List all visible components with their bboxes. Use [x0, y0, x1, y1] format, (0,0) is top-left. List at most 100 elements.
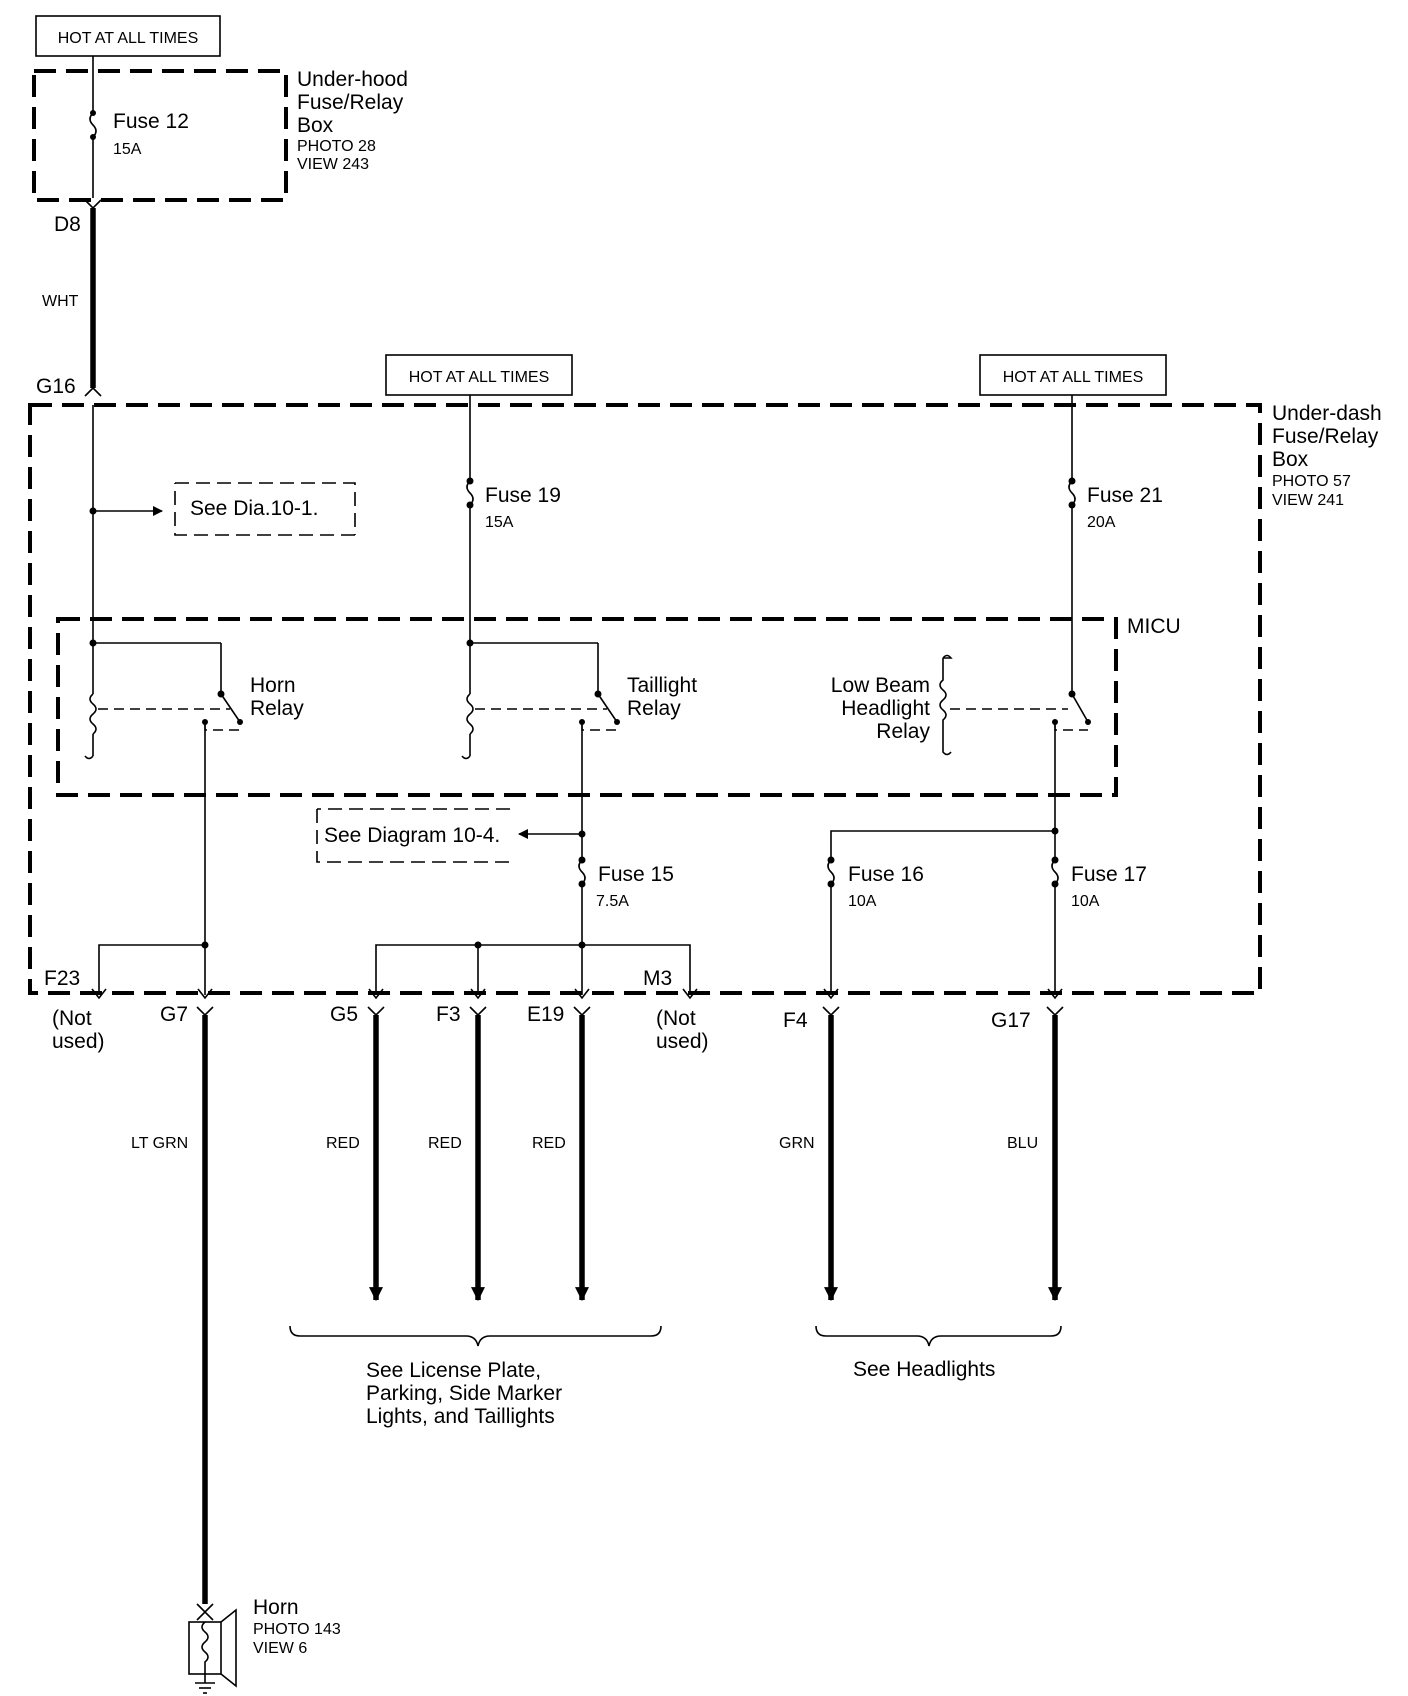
connector-g16-label: G16 [36, 375, 76, 398]
see-license-line-1: See License Plate, [366, 1359, 541, 1382]
underdash-fuse-relay-box: Under-dash Fuse/Relay Box PHOTO 57 VIEW … [28, 354, 1382, 995]
taillight-relay-label-2: Relay [627, 697, 681, 720]
fuse-16-label: Fuse 16 [848, 863, 924, 886]
hot-at-all-times-label-1: HOT AT ALL TIMES [58, 30, 199, 47]
see-dia-10-1-label: See Dia.10-1. [190, 497, 318, 520]
horn-relay: Horn Relay [84, 639, 304, 945]
fuse-21-label: Fuse 21 [1087, 484, 1163, 507]
connector-m3-note-1: (Not [656, 1007, 696, 1030]
underdash-box-photo: PHOTO 57 [1272, 473, 1351, 490]
connector-g16-symbol [84, 386, 102, 397]
underhood-fuse-relay-box: HOT AT ALL TIMES Under-hood Fuse/Relay B… [32, 15, 408, 202]
low-beam-relay-label-1: Low Beam [831, 674, 930, 697]
underdash-box-name-3: Box [1272, 448, 1309, 471]
connector-g17-label: G17 [991, 1009, 1031, 1032]
connector-e19-symbol [573, 1006, 591, 1017]
horn-relay-label-1: Horn [250, 674, 296, 697]
wire-lt-grn-label: LT GRN [131, 1135, 188, 1152]
underdash-box-view: VIEW 241 [1272, 492, 1344, 509]
horn-relay-label-2: Relay [250, 697, 304, 720]
taillight-relay-switch-icon [597, 693, 618, 723]
fuse-17-rating: 10A [1071, 893, 1100, 910]
wire-e19-label: RED [532, 1135, 566, 1152]
connector-g5-label: G5 [330, 1003, 358, 1026]
hot-at-all-times-box-1 [35, 15, 221, 57]
fuse-16-icon [827, 859, 835, 885]
fuse-15-icon [578, 859, 586, 885]
fuse-19-icon [466, 480, 474, 506]
connector-f23-note-2: used) [52, 1030, 105, 1053]
hot-at-all-times-label-3: HOT AT ALL TIMES [1003, 369, 1144, 386]
fuse-17-icon [1051, 859, 1059, 885]
connector-f3-symbol [469, 1006, 487, 1017]
underdash-box-outline [28, 403, 1262, 995]
underhood-box-name-3: Box [297, 114, 334, 137]
hot-at-all-times-label-2: HOT AT ALL TIMES [409, 369, 550, 386]
taillight-relay-label-1: Taillight [627, 674, 697, 697]
fuse-15-label: Fuse 15 [598, 863, 674, 886]
underhood-box-view: VIEW 243 [297, 156, 369, 173]
see-license-line-2: Parking, Side Marker [366, 1382, 562, 1405]
output-connectors: F23 (Not used) G7 LT GRN G5 RED F3 RED E… [44, 967, 1064, 1604]
taillight-relay-coil-icon [466, 693, 474, 735]
headlights-brace [815, 1325, 1062, 1347]
wire-grn-label: GRN [779, 1135, 815, 1152]
fuse-12-label: Fuse 12 [113, 110, 189, 133]
horn-component: Horn PHOTO 143 VIEW 6 [188, 1596, 341, 1694]
see-license-line-3: Lights, and Taillights [366, 1405, 555, 1428]
underhood-box-photo: PHOTO 28 [297, 138, 376, 155]
connector-f4-label: F4 [783, 1009, 808, 1032]
underdash-box-name-1: Under-dash [1272, 402, 1382, 425]
fuse-12-icon [89, 112, 97, 138]
low-beam-relay-switch-icon [1071, 693, 1089, 723]
connector-m3-label: M3 [643, 967, 672, 990]
underdash-box-name-2: Fuse/Relay [1272, 425, 1379, 448]
low-beam-relay-label-2: Headlight [841, 697, 930, 720]
horn-relay-coil-icon [89, 693, 97, 735]
hot-at-all-times-box-2 [385, 354, 573, 396]
connector-f3-label: F3 [436, 1003, 461, 1026]
fuse-15-rating: 7.5A [596, 893, 629, 910]
fuse-19-label: Fuse 19 [485, 484, 561, 507]
micu-outline [56, 617, 1118, 797]
connector-f4-symbol [822, 1006, 840, 1017]
low-beam-relay-label-3: Relay [876, 720, 930, 743]
wire-f3-label: RED [428, 1135, 462, 1152]
connector-e19-label: E19 [527, 1003, 564, 1026]
hot-at-all-times-box-3 [979, 354, 1167, 396]
see-headlights-label: See Headlights [853, 1358, 995, 1381]
taillight-relay: Fuse 19 15A Taillight Relay See Diagram … [316, 395, 697, 995]
fuse-21-icon [1068, 480, 1076, 506]
wire-g5-label: RED [326, 1135, 360, 1152]
connector-g7-label: G7 [160, 1003, 188, 1026]
connector-f23-symbol [91, 988, 107, 1000]
connector-g7-symbol [196, 1006, 214, 1017]
micu-label: MICU [1127, 615, 1181, 638]
fuse-19-rating: 15A [485, 514, 514, 531]
see-diagram-10-4-box [316, 808, 510, 863]
wire-wht-label: WHT [42, 293, 79, 310]
connector-d8-label: D8 [54, 213, 81, 236]
underhood-box-outline [32, 69, 288, 202]
fuse-21-rating: 20A [1087, 514, 1116, 531]
horn-view-label: VIEW 6 [253, 1640, 307, 1657]
wire-wht: D8 WHT G16 [36, 199, 102, 398]
wire-blu-label: BLU [1007, 1135, 1038, 1152]
destination-braces: See License Plate, Parking, Side Marker … [289, 1325, 1062, 1428]
connector-m3-symbol [682, 988, 698, 1000]
low-beam-relay-coil-icon [939, 654, 953, 756]
see-diagram-10-4-label: See Diagram 10-4. [324, 824, 500, 847]
fuse-17-label: Fuse 17 [1071, 863, 1147, 886]
see-dia-10-1-box [174, 482, 356, 536]
low-beam-headlight-relay: Fuse 21 20A Low Beam Headlight Relay Fus… [827, 395, 1163, 995]
horn-name-label: Horn [253, 1596, 299, 1619]
connector-m3-note-2: used) [656, 1030, 709, 1053]
fuse-12-rating: 15A [113, 141, 142, 158]
underhood-box-name-1: Under-hood [297, 68, 408, 91]
connector-f23-label: F23 [44, 967, 80, 990]
fuse-16-rating: 10A [848, 893, 877, 910]
connector-g5-symbol [367, 1006, 385, 1017]
connector-horn-symbol [196, 1610, 214, 1621]
horn-relay-switch-icon [220, 693, 241, 723]
